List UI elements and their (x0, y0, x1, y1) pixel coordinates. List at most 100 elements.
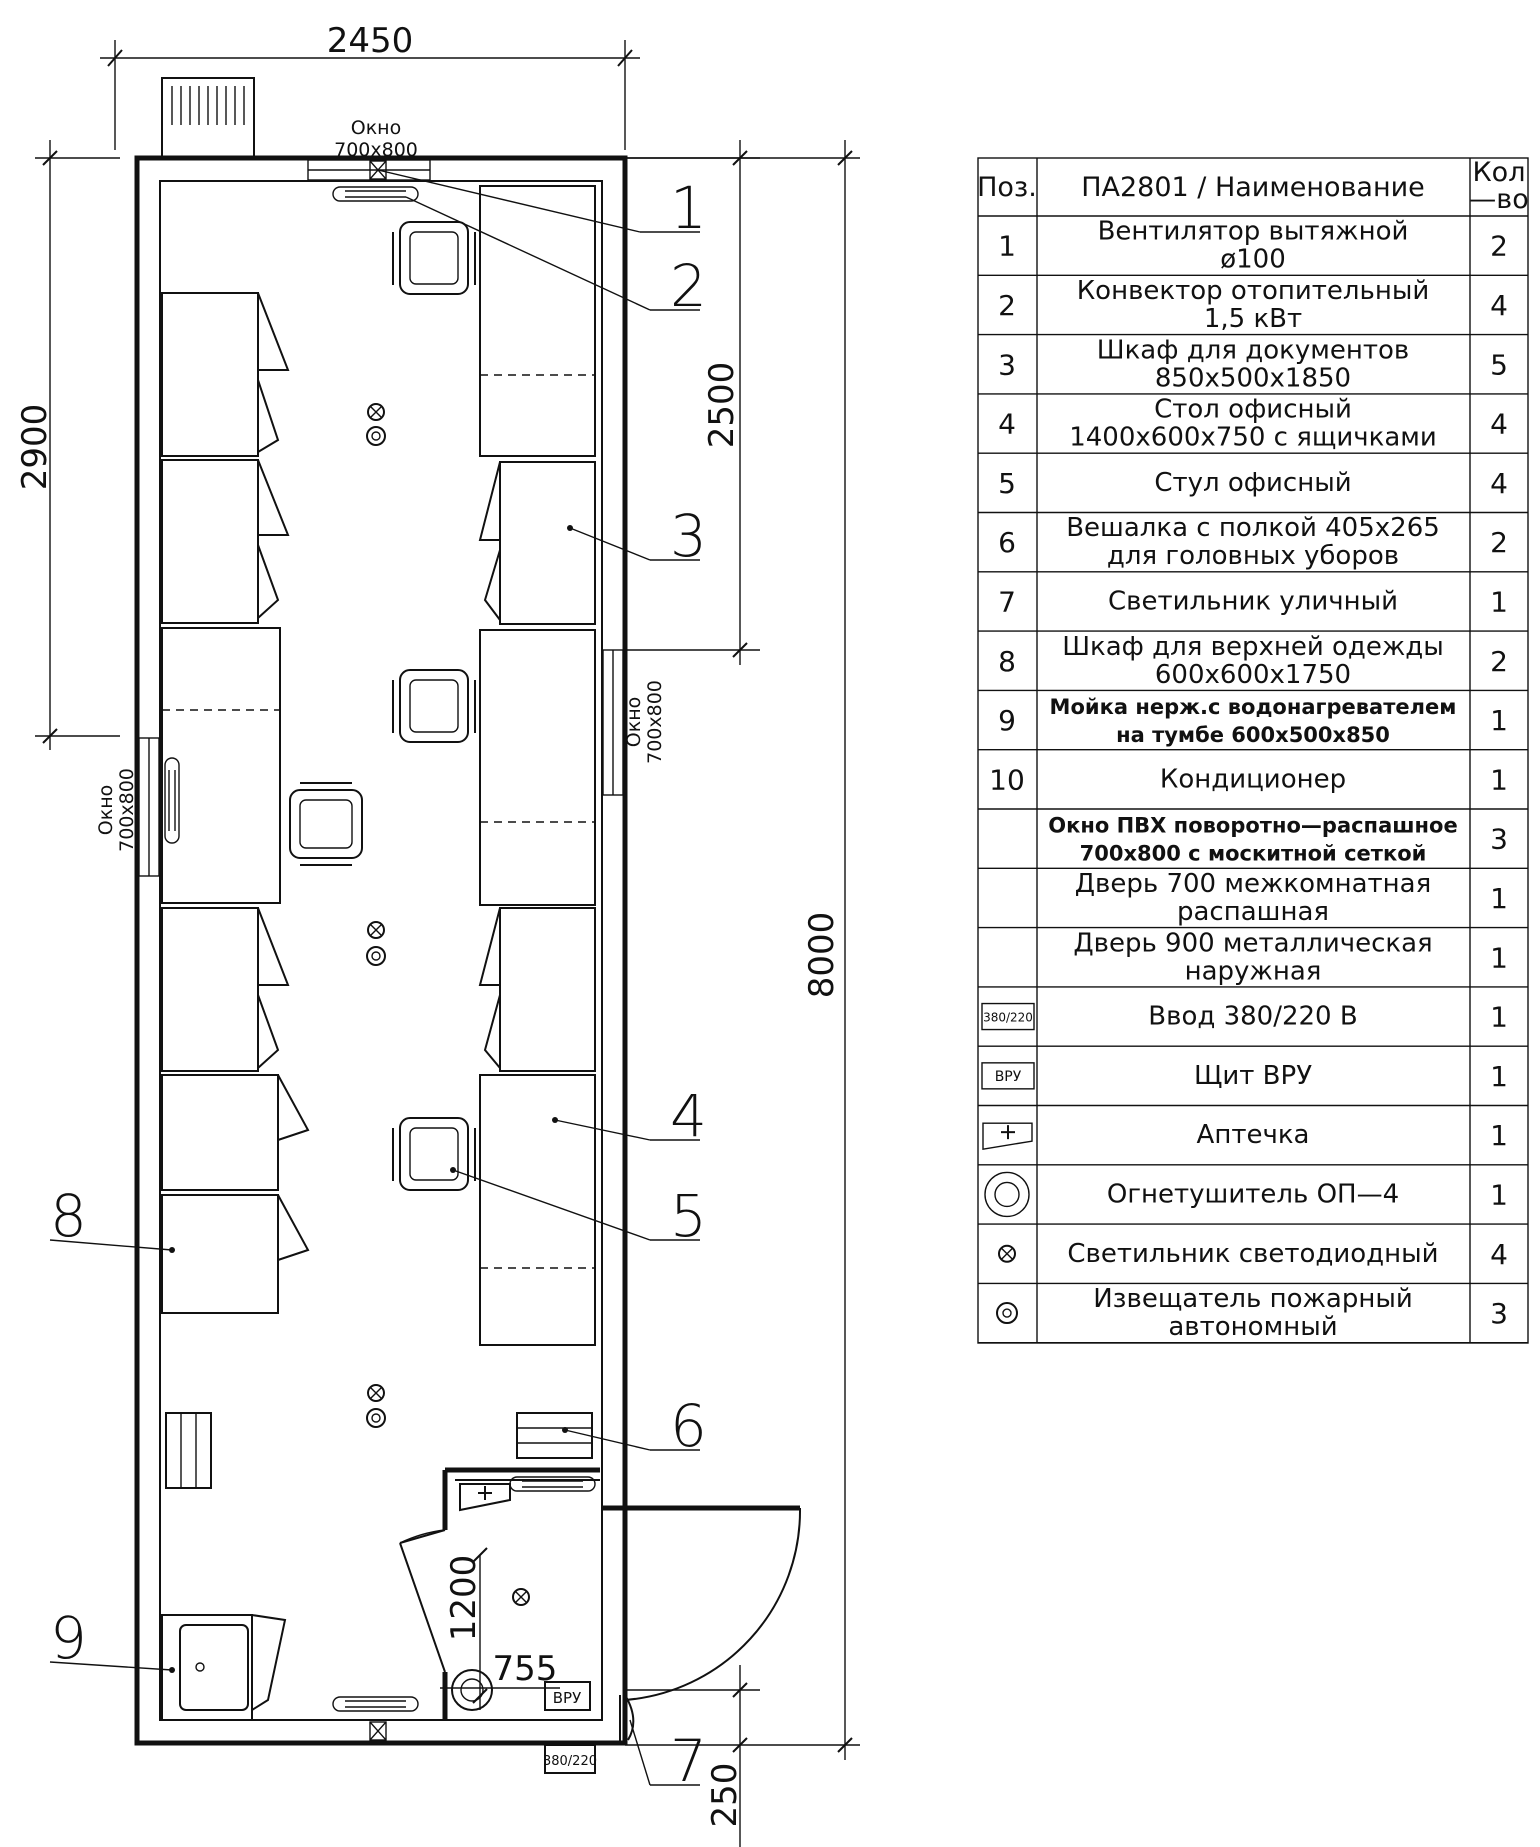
svg-text:ВРУ: ВРУ (553, 1689, 581, 1707)
row-name: Конвектор отопительный (1077, 276, 1430, 306)
chair (289, 782, 363, 866)
row-pos: 8 (998, 645, 1016, 678)
callout-1: 1 (670, 174, 707, 242)
row-qty: 1 (1490, 1060, 1508, 1093)
row-qty: 4 (1490, 467, 1508, 500)
row-name-line2: 1,5 кВт (1204, 304, 1302, 334)
row-name: Светильник уличный (1108, 586, 1398, 616)
callout-4: 4 (670, 1082, 707, 1150)
vru-panel-icon: ВРУ (981, 1062, 1035, 1090)
table-header-qty: Кол (1473, 157, 1526, 188)
chair (392, 221, 476, 295)
input-380-220-icon: 380/220 (981, 1002, 1035, 1031)
row-name-line2: 1400х600х750 с ящичками (1069, 423, 1437, 453)
row-name: Мойка нерж.с водонагревателем (1050, 695, 1457, 719)
row-name: Огнетушитель ОП—4 (1107, 1179, 1399, 1209)
row-qty: 2 (1490, 526, 1508, 559)
row-qty: 2 (1490, 645, 1508, 678)
row-qty: 3 (1490, 823, 1508, 856)
row-name-line2: ø100 (1220, 245, 1286, 275)
row-pos: 7 (998, 585, 1016, 618)
vestibule-height-dimension: 1200 (444, 1555, 484, 1642)
row-name: Вешалка с полкой 405х265 (1066, 513, 1440, 543)
right-segment-dimension: 2500 (702, 362, 742, 449)
row-qty: 2 (1490, 230, 1508, 263)
row-pos: 9 (998, 704, 1016, 737)
right-furniture (478, 185, 596, 1346)
fire-extinguisher-icon (451, 1669, 493, 1711)
row-qty: 1 (1490, 585, 1508, 618)
row-pos: 4 (998, 408, 1016, 441)
row-qty: 5 (1490, 348, 1508, 381)
callout-9: 9 (50, 1604, 87, 1672)
row-name: Кондиционер (1160, 764, 1346, 794)
exhaust-fan-bottom (369, 1721, 387, 1741)
led-light-icon (367, 1384, 385, 1402)
window-right: Окно 700х800 (602, 649, 666, 796)
dimension-lines: 2450 2900 2500 8000 250 1200 75 (15, 21, 860, 1847)
row-name: Извещатель пожарный (1093, 1284, 1413, 1314)
callout-leaders (49, 169, 700, 1786)
led-light-icon (367, 403, 385, 421)
row-qty: 4 (1490, 1238, 1508, 1271)
row-qty: 4 (1490, 408, 1508, 441)
row-pos: 1 (998, 230, 1016, 263)
table-header-pos: Поз. (977, 172, 1037, 203)
row-pos: 2 (998, 289, 1016, 322)
fire-extinguisher-icon (984, 1171, 1030, 1218)
led-light-icon (512, 1588, 530, 1606)
row-qty: 3 (1490, 1297, 1508, 1330)
row-name: Шкаф для верхней одежды (1062, 632, 1444, 662)
row-name-line2: 850х500х1850 (1155, 363, 1351, 393)
svg-text:—во: —во (1469, 184, 1528, 215)
row-name: Окно ПВХ поворотно—распашное (1048, 814, 1457, 838)
svg-text:380/220: 380/220 (543, 1754, 597, 1769)
svg-text:700х800: 700х800 (116, 768, 138, 852)
row-name: Светильник светодиодный (1067, 1239, 1438, 1269)
row-name: Стул офисный (1154, 468, 1351, 498)
row-pos: 10 (989, 763, 1025, 796)
table-row: ВРУ Щит ВРУ 1 (978, 1060, 1528, 1107)
row-pos: 6 (998, 526, 1016, 559)
table-row: Светильник светодиодный 4 (978, 1238, 1528, 1285)
callout-2: 2 (670, 252, 707, 320)
row-pos: 3 (998, 348, 1016, 381)
vestibule-walls (442, 1467, 600, 1720)
row-name: Шкаф для документов (1097, 335, 1409, 365)
row-qty: 1 (1490, 882, 1508, 915)
table-header-name: ПА2801 / Наименование (1081, 172, 1425, 203)
left-segment-dimension: 2900 (15, 404, 55, 491)
convector-top (332, 186, 419, 202)
row-name-line2: распашная (1177, 897, 1329, 927)
input-380-220-icon: 380/220 (543, 1744, 597, 1774)
row-qty: 1 (1490, 941, 1508, 974)
svg-text:700х800: 700х800 (644, 680, 666, 764)
first-aid-kit-icon (459, 1483, 511, 1512)
smoke-detector-icon (366, 946, 386, 966)
inner-door (399, 1529, 446, 1673)
row-qty: 1 (1490, 1178, 1508, 1211)
table-row: 7 Светильник уличный 1 (978, 585, 1528, 632)
row-qty: 4 (1490, 289, 1508, 322)
smoke-detector-icon (366, 1408, 386, 1428)
led-light-icon (367, 921, 385, 939)
convector-bottom (332, 1696, 419, 1712)
row-name: Щит ВРУ (1194, 1061, 1312, 1091)
row-pos: 5 (998, 467, 1016, 500)
row-name-line2: 700х800 с москитной сеткой (1080, 842, 1427, 866)
hanger-right (516, 1412, 593, 1459)
smoke-detector-icon (996, 1302, 1018, 1325)
callout-5: 5 (670, 1182, 707, 1250)
outer-walls (134, 155, 628, 1746)
row-name: Аптечка (1197, 1120, 1310, 1150)
callout-6: 6 (670, 1392, 707, 1460)
callout-7: 7 (670, 1727, 707, 1795)
